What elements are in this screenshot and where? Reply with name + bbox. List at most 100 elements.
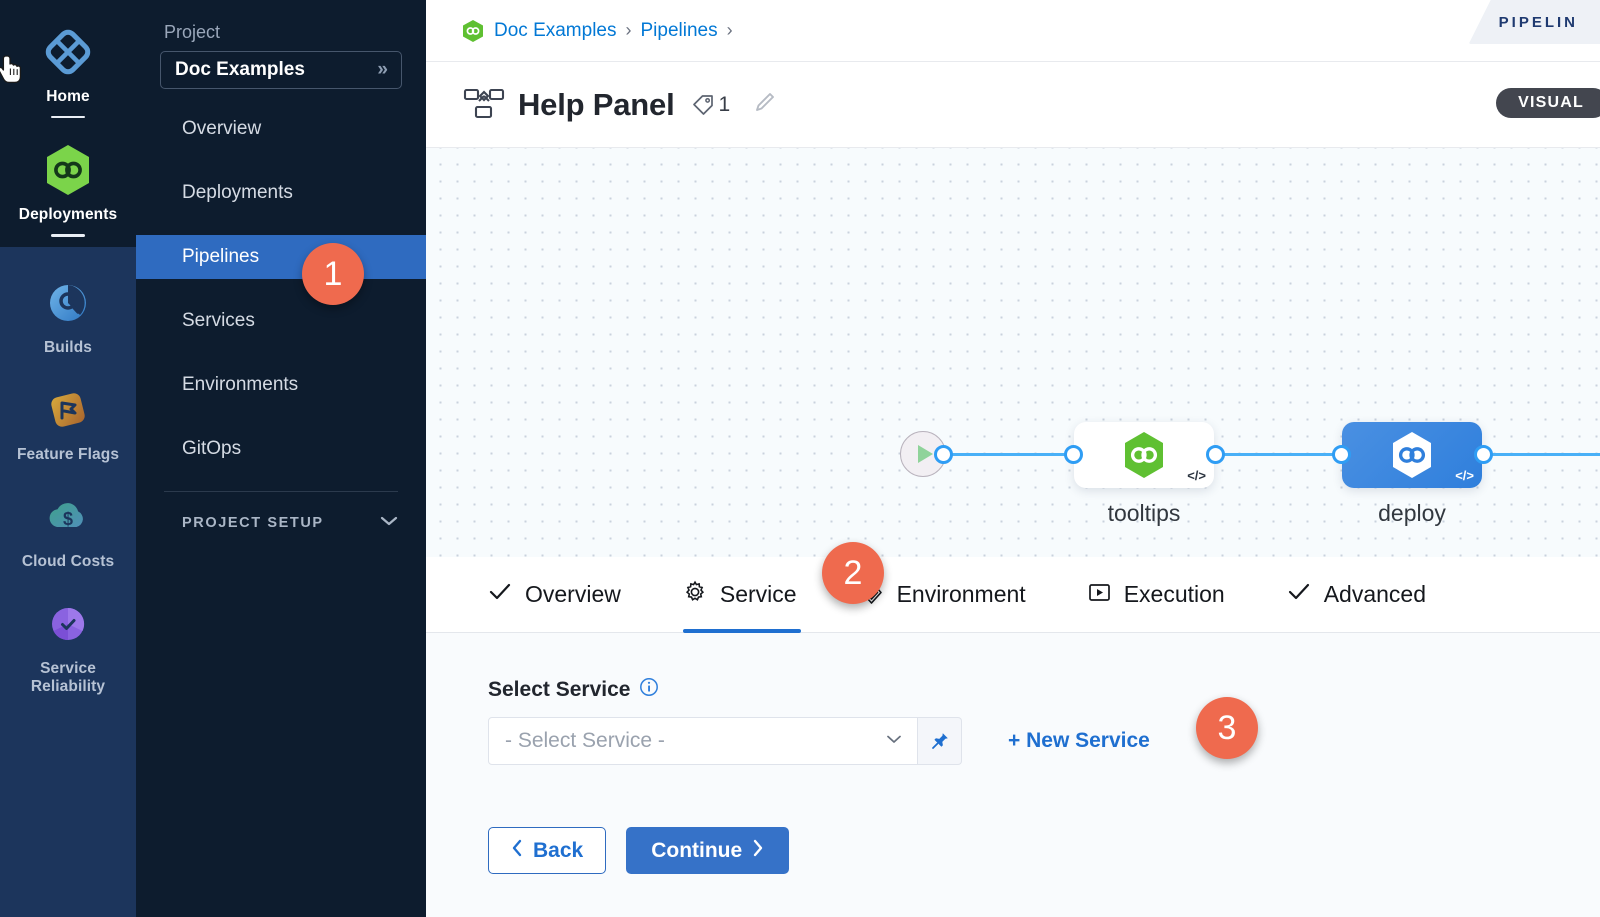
- breadcrumb-link-doc-examples[interactable]: Doc Examples: [494, 19, 617, 41]
- tab-label: Execution: [1123, 581, 1225, 607]
- tags-indicator[interactable]: 1: [691, 93, 730, 117]
- module-item-deployments[interactable]: Deployments: [0, 128, 136, 246]
- project-setup-section[interactable]: PROJECT SETUP: [136, 514, 426, 532]
- chevron-right-icon: [752, 839, 764, 863]
- sidebar-item-services[interactable]: Services: [136, 299, 426, 343]
- connector-dot-start[interactable]: [934, 445, 953, 464]
- visual-yaml-toggle[interactable]: VISUAL: [1496, 88, 1600, 118]
- sidebar-item-environments[interactable]: Environments: [136, 363, 426, 407]
- connector-dot-deploy-out[interactable]: [1474, 445, 1493, 464]
- sidebar-item-label: Environments: [182, 374, 299, 395]
- pipeline-stage-label-deploy: deploy: [1378, 500, 1446, 526]
- chevron-double-right-icon: »: [377, 59, 387, 80]
- deployments-infinity-icon: [40, 142, 96, 198]
- builds-icon: [40, 275, 96, 331]
- callout-badge-2: 2: [822, 542, 884, 604]
- connector-dot-deploy-in[interactable]: [1332, 445, 1351, 464]
- feature-flags-icon: [40, 382, 96, 438]
- select-service-label-row: Select Service: [488, 677, 1600, 703]
- project-nav: Project Doc Examples » Overview Deployme…: [136, 0, 426, 917]
- play-icon: [917, 445, 933, 463]
- deployments-stage-icon: [1393, 432, 1431, 478]
- edit-pencil-icon[interactable]: [752, 89, 778, 120]
- project-section-label: Project: [164, 22, 221, 42]
- pipeline-graph: </> tooltips </> deploy: [426, 148, 1600, 557]
- tab-service[interactable]: Service: [682, 557, 801, 633]
- project-nav-list: Overview Deployments Pipelines Services …: [136, 107, 426, 471]
- module-item-label: Cloud Costs: [21, 552, 115, 570]
- pipeline-stage-label-tooltips: tooltips: [1107, 500, 1181, 526]
- play-box-icon: [1088, 582, 1111, 608]
- module-nav-top-group: Home Deployments: [0, 0, 136, 247]
- stage-config-tabs: Overview Service: [426, 557, 1600, 633]
- module-item-cloud-costs[interactable]: $ Cloud Costs: [0, 475, 136, 582]
- module-item-builds[interactable]: Builds: [0, 261, 136, 368]
- back-button-label: Back: [533, 838, 584, 862]
- module-nav: Home Deployments: [0, 0, 136, 917]
- edge-tooltips-to-deploy: [1218, 453, 1342, 456]
- project-setup-label: PROJECT SETUP: [182, 515, 324, 531]
- pipeline-stage-deploy[interactable]: </>: [1342, 422, 1482, 488]
- sidebar-item-deployments[interactable]: Deployments: [136, 171, 426, 215]
- select-service-row: - Select Service - + New Service: [488, 717, 1600, 765]
- tab-environment[interactable]: Environment: [859, 557, 1026, 633]
- continue-button-label: Continue: [651, 838, 743, 862]
- gear-icon: [683, 580, 707, 609]
- breadcrumb-separator: ›: [625, 20, 632, 40]
- breadcrumb-separator: ›: [726, 20, 733, 40]
- info-icon[interactable]: [639, 677, 659, 703]
- callout-badge-1: 1: [302, 243, 364, 305]
- sidebar-item-overview[interactable]: Overview: [136, 107, 426, 151]
- chevron-down-icon: [380, 514, 398, 532]
- module-item-feature-flags[interactable]: Feature Flags: [0, 368, 136, 475]
- form-actions: Back Continue: [488, 827, 1600, 874]
- breadcrumb-link-pipelines[interactable]: Pipelines: [640, 19, 718, 41]
- sidebar-item-label: Services: [182, 310, 255, 331]
- tab-label: Advanced: [1323, 581, 1427, 607]
- tab-advanced[interactable]: Advanced: [1287, 557, 1426, 633]
- tab-label: Overview: [525, 581, 621, 607]
- continue-button[interactable]: Continue: [626, 827, 790, 874]
- module-item-home[interactable]: Home: [0, 10, 136, 128]
- tab-execution[interactable]: Execution: [1088, 557, 1225, 633]
- deployments-stage-icon: [1125, 432, 1163, 478]
- module-item-label-line2: Reliability: [30, 678, 106, 696]
- pin-icon: [931, 733, 948, 749]
- tab-label: Environment: [896, 581, 1026, 607]
- pipeline-icon: [462, 87, 506, 123]
- tab-overview[interactable]: Overview: [488, 557, 621, 633]
- module-item-label: Deployments: [18, 206, 118, 224]
- module-item-label: Home: [46, 88, 90, 105]
- project-selector[interactable]: Doc Examples »: [160, 51, 402, 89]
- cloud-costs-icon: $: [40, 489, 96, 545]
- tab-label: Service: [719, 581, 797, 607]
- module-nav-bottom-group: Builds Feature Flags: [0, 246, 136, 917]
- select-service-dropdown[interactable]: - Select Service -: [488, 717, 918, 765]
- pipeline-stage-tooltips[interactable]: </>: [1074, 422, 1214, 488]
- sidebar-item-gitops[interactable]: GitOps: [136, 427, 426, 471]
- connector-dot-tooltips-in[interactable]: [1064, 445, 1083, 464]
- module-item-label: Service Reliability: [31, 660, 105, 698]
- sidebar-item-pipelines[interactable]: Pipelines: [136, 235, 426, 279]
- add-stage-label: Add Stage: [1579, 500, 1600, 527]
- module-item-service-reliability[interactable]: Service Reliability: [0, 582, 136, 708]
- module-item-label-line1: Service: [40, 659, 96, 677]
- sidebar-item-label: Pipelines: [182, 246, 260, 267]
- module-item-label: Builds: [44, 338, 92, 356]
- svg-text:$: $: [63, 509, 73, 529]
- stage-code-badge: </>: [1455, 468, 1474, 483]
- callout-badge-3: 3: [1196, 697, 1258, 759]
- select-service-label: Select Service: [488, 678, 631, 701]
- service-reliability-icon: [40, 596, 96, 652]
- connector-dot-tooltips-out[interactable]: [1206, 445, 1225, 464]
- stage-code-badge: </>: [1187, 468, 1206, 483]
- pin-runtime-input-button[interactable]: [918, 717, 962, 765]
- project-selector-name: Doc Examples: [175, 59, 305, 80]
- back-button[interactable]: Back: [488, 827, 607, 874]
- module-item-active-underline: [51, 115, 85, 119]
- new-service-link[interactable]: + New Service: [1008, 729, 1150, 752]
- chevron-down-icon: [885, 732, 903, 750]
- pipeline-studio-tab[interactable]: PIPELIN: [1468, 0, 1600, 44]
- pipeline-canvas[interactable]: </> tooltips </> deploy: [426, 147, 1600, 557]
